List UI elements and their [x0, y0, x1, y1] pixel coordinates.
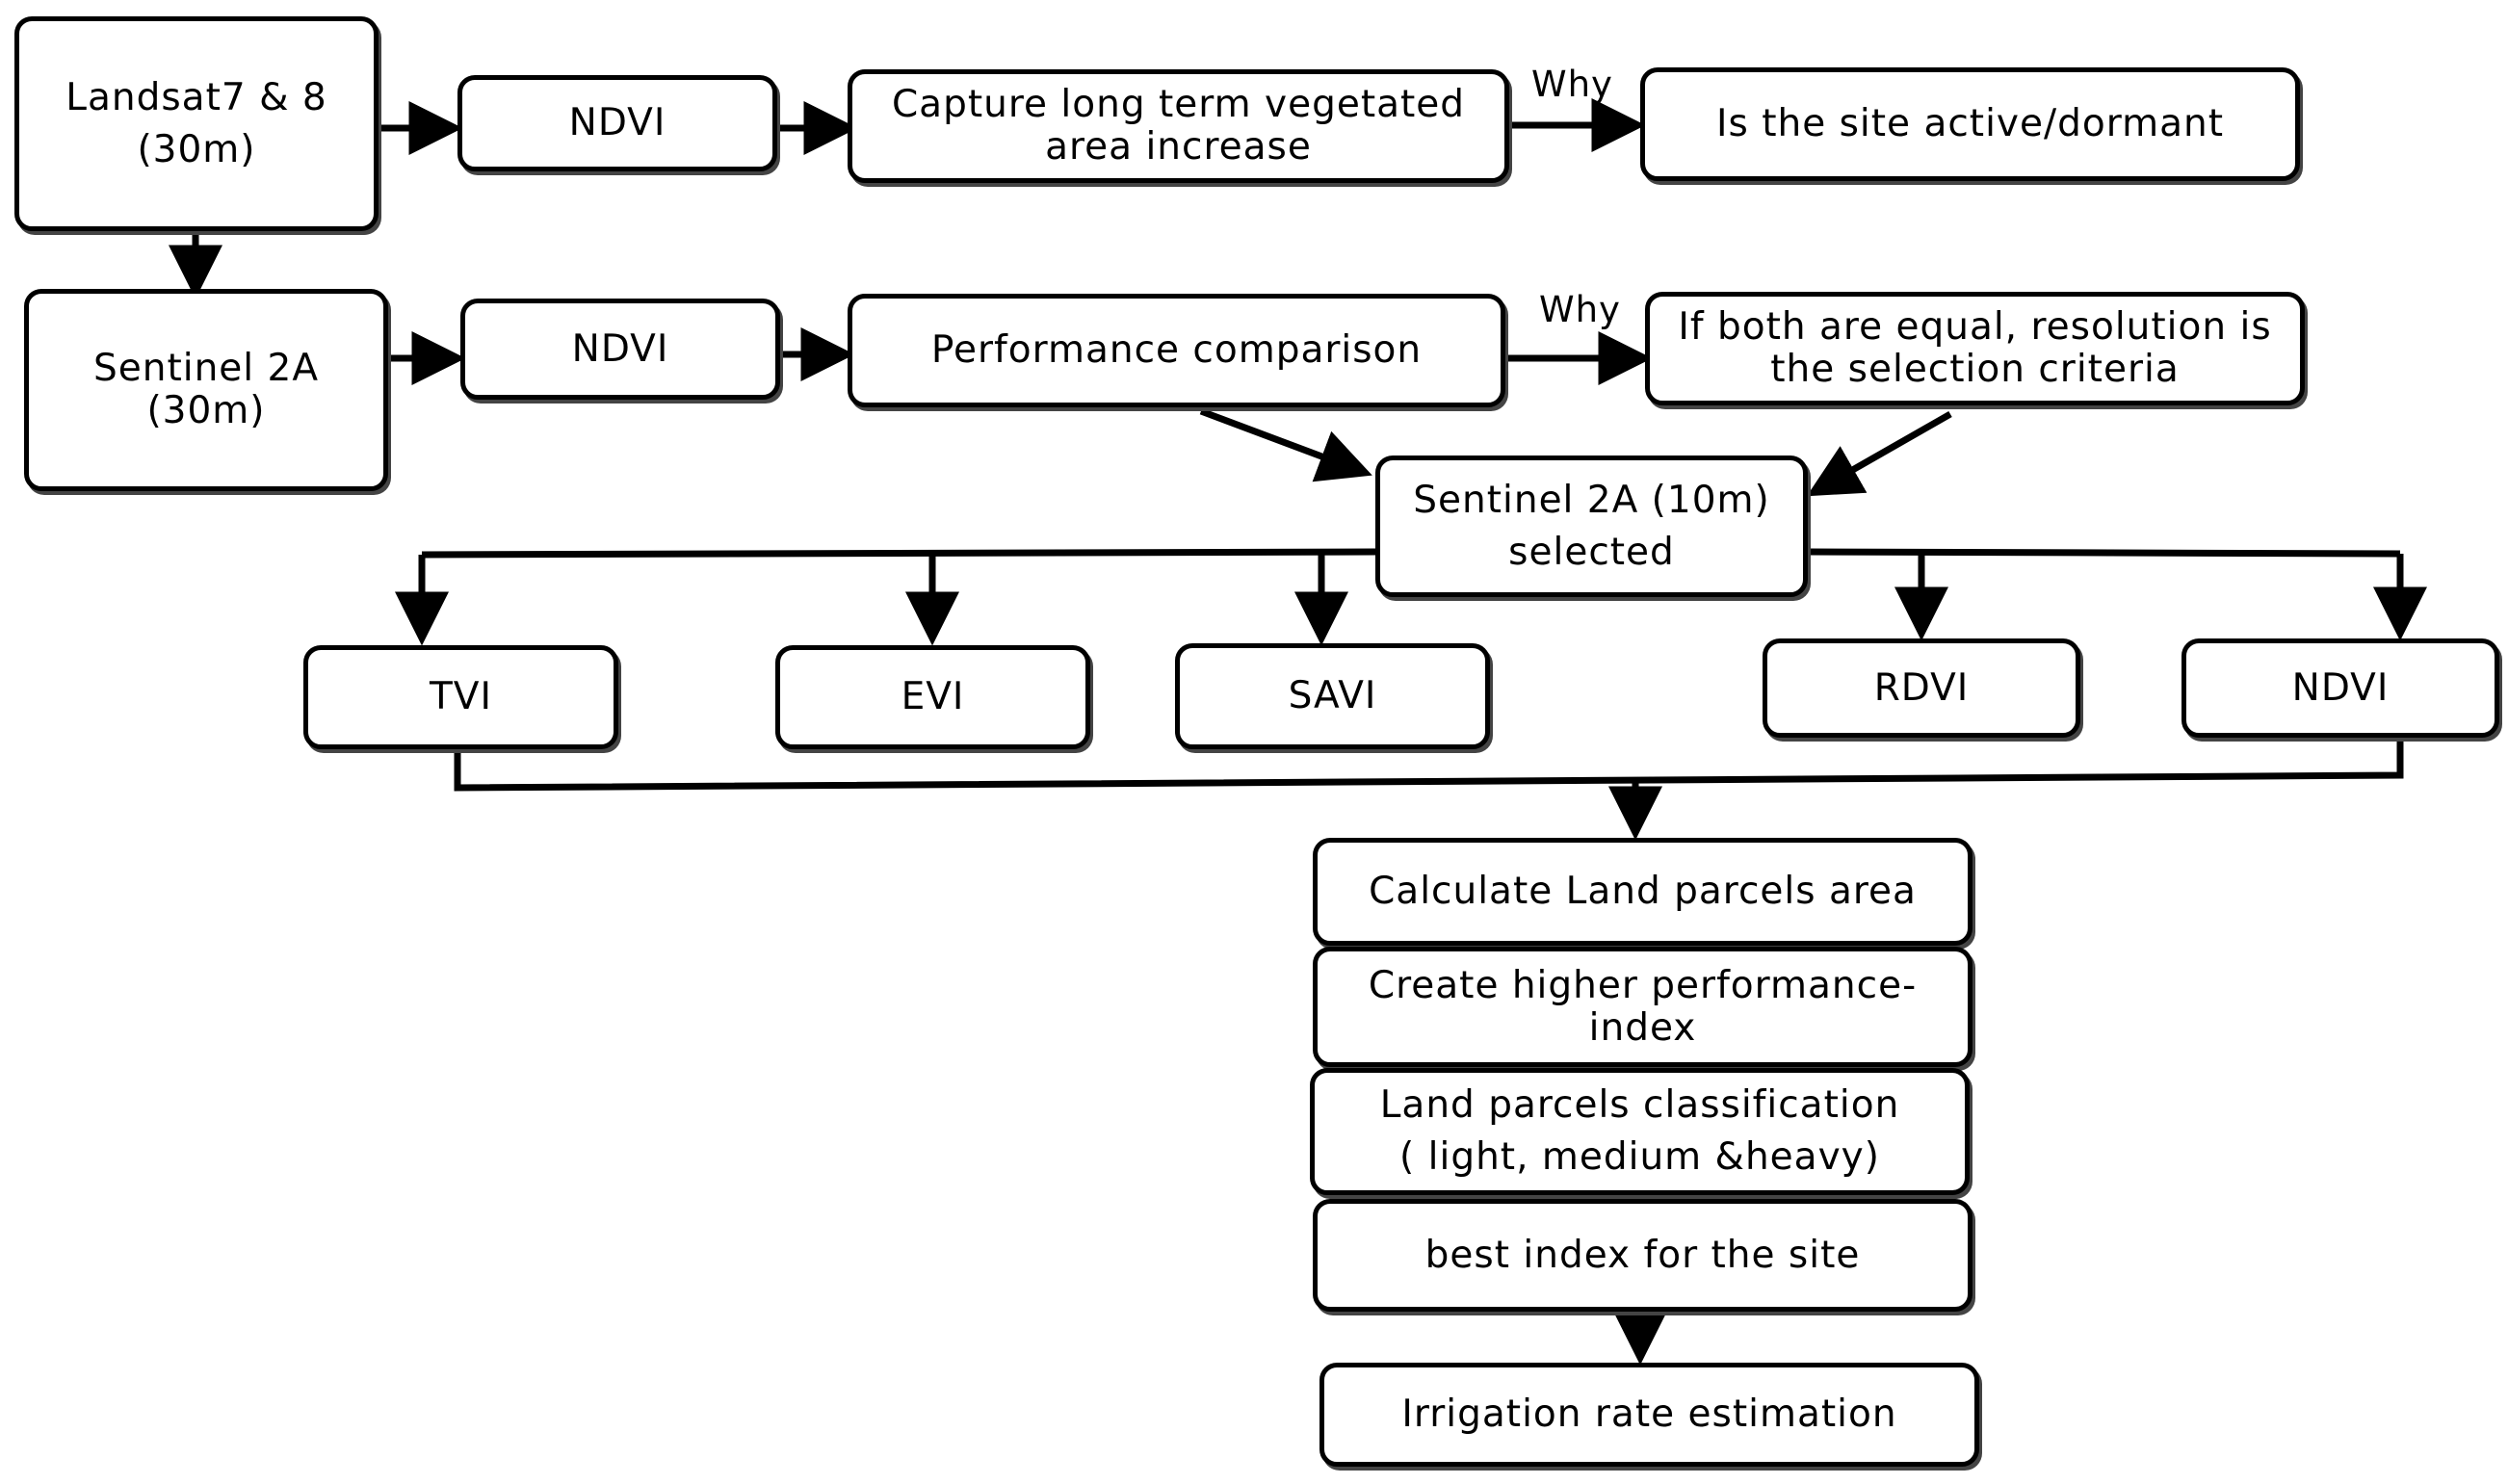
performance-label: Performance comparison — [930, 328, 1423, 373]
ndvi-top-box: NDVI — [457, 75, 777, 171]
ndvi-low-box: NDVI — [2181, 638, 2499, 738]
landsat-line1: Landsat7 & 8 — [65, 75, 327, 119]
equal-line1: If both are equal, resolution is — [1678, 305, 2272, 350]
evi-box: EVI — [775, 645, 1090, 749]
best-label: best index for the site — [1424, 1233, 1861, 1277]
tvi-box: TVI — [303, 645, 618, 749]
bus-left — [421, 548, 1376, 559]
classification-line2: ( light, medium &heavy) — [1399, 1135, 1880, 1179]
bus-collect — [454, 737, 2404, 792]
create-line2: index — [1588, 1005, 1697, 1050]
active-label: Is the site active/dormant — [1715, 102, 2224, 146]
sentinel30-line1: Sentinel 2A — [92, 347, 320, 391]
create-line1: Create higher performance- — [1368, 963, 1918, 1007]
rdvi-box: RDVI — [1763, 638, 2080, 738]
landsat-line2: (30m) — [137, 127, 256, 171]
ndvi-top-label: NDVI — [568, 101, 666, 145]
create-box: Create higher performance-index — [1313, 947, 1972, 1067]
rdvi-label: RDVI — [1873, 665, 1970, 710]
calculate-label: Calculate Land parcels area — [1369, 870, 1917, 914]
sentinel10-line1: Sentinel 2A (10m) — [1413, 478, 1770, 522]
savi-label: SAVI — [1288, 674, 1377, 718]
tvi-label: TVI — [429, 675, 492, 719]
capture-line2: area increase — [1045, 125, 1312, 169]
best-box: best index for the site — [1313, 1199, 1972, 1312]
sentinel10-line2: selected — [1508, 530, 1675, 574]
irrigation-label: Irrigation rate estimation — [1401, 1393, 1897, 1437]
classification-line1: Land parcels classification — [1379, 1083, 1900, 1128]
why-label-top: Why — [1531, 64, 1613, 105]
ndvi-low-label: NDVI — [2291, 665, 2390, 710]
arrow-equal-to-sentinel10 — [1806, 410, 1952, 497]
performance-box: Performance comparison — [848, 294, 1505, 407]
landsat-box: Landsat7 & 8 (30m) — [14, 16, 379, 231]
sentinel10-box: Sentinel 2A (10m) selected — [1375, 456, 1808, 597]
ndvi-mid-label: NDVI — [571, 326, 669, 371]
bus-right — [1807, 548, 2401, 558]
calculate-box: Calculate Land parcels area — [1313, 838, 1972, 946]
active-box: Is the site active/dormant — [1640, 67, 2300, 181]
equal-line2: the selection criteria — [1770, 348, 2180, 391]
ndvi-mid-box: NDVI — [460, 299, 780, 400]
why-label-mid: Why — [1539, 289, 1621, 330]
sentinel30-line2: (30m) — [146, 389, 266, 432]
capture-line1: Capture long term vegetated — [891, 83, 1466, 127]
irrigation-box: Irrigation rate estimation — [1319, 1363, 1979, 1467]
arrow-performance-to-sentinel10 — [1199, 407, 1372, 482]
evi-label: EVI — [901, 675, 965, 719]
sentinel30-box: Sentinel 2A(30m) — [24, 289, 388, 491]
classification-box: Land parcels classification ( light, medi… — [1310, 1068, 1970, 1195]
savi-box: SAVI — [1175, 643, 1490, 749]
